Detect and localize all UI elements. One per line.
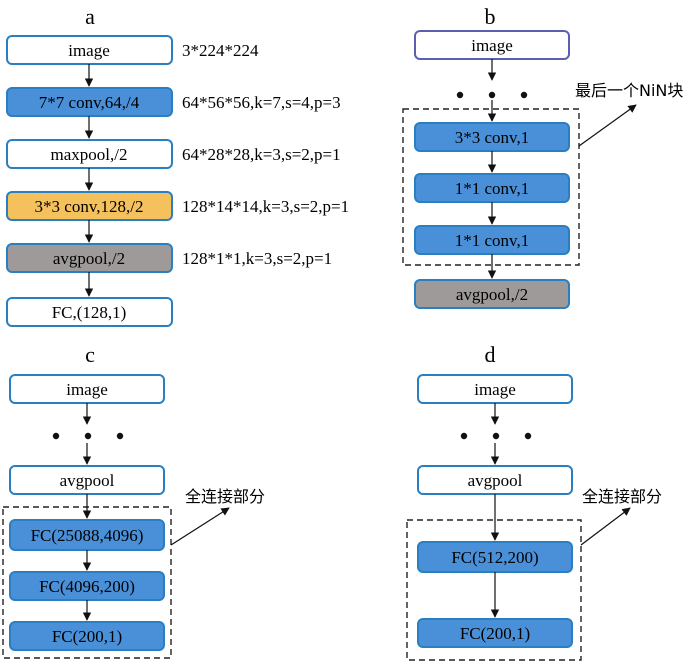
panel-d-box-1-label: avgpool (468, 471, 523, 490)
panel-d-box-2-label: FC(512,200) (451, 548, 538, 567)
panel-a-box-5-label: FC,(128,1) (52, 303, 127, 322)
panel-b-callout-arrow (578, 104, 637, 147)
panel-c-box-1-label: avgpool (60, 471, 115, 490)
panel-d-callout: 全连接部分 (582, 487, 662, 506)
panel-a-annotation-2: 64*28*28,k=3,s=2,p=1 (182, 145, 341, 164)
panel-b-box-2: 1*1 conv,1 (414, 173, 570, 203)
panel-c-box-1: avgpool (9, 465, 165, 495)
panel-a-box-1: 7*7 conv,64,/4 (6, 87, 173, 117)
panel-a-box-2-label: maxpool,/2 (51, 145, 128, 164)
panel-a-annotation-0: 3*224*224 (182, 41, 259, 60)
panel-c-box-3-label: FC(4096,200) (39, 577, 135, 596)
panel-b-box-0-label: image (471, 36, 513, 55)
panel-a-box-1-label: 7*7 conv,64,/4 (39, 93, 140, 112)
panel-c-box-2-label: FC(25088,4096) (31, 526, 144, 545)
panel-d-callout-arrow (580, 507, 631, 546)
panel-d-box-3-label: FC(200,1) (460, 624, 530, 643)
panel-c-callout: 全连接部分 (185, 487, 265, 506)
panel-c-callout-arrow (170, 507, 230, 546)
panel-b-box-1: 3*3 conv,1 (414, 122, 570, 152)
panel-d-label: d (485, 342, 496, 367)
panel-b-box-4: avgpool,/2 (414, 279, 570, 309)
panel-c-box-2: FC(25088,4096) (9, 519, 165, 551)
panel-d-fc-frame (406, 519, 582, 661)
panel-b-box-3-label: 1*1 conv,1 (455, 231, 529, 250)
panel-b-ellipsis (456, 91, 528, 99)
panel-a-box-0: image (6, 35, 173, 65)
panel-c-label: c (85, 342, 95, 367)
panel-c-box-4-label: FC(200,1) (52, 627, 122, 646)
panel-c-box-3: FC(4096,200) (9, 571, 165, 601)
panel-b-box-3: 1*1 conv,1 (414, 225, 570, 255)
panel-a-box-4: avgpool,/2 (6, 243, 173, 273)
panel-a-box-3-label: 3*3 conv,128,/2 (35, 197, 144, 216)
panel-a-label: a (85, 4, 95, 29)
panel-a-box-0-label: image (68, 41, 110, 60)
panel-d-box-3: FC(200,1) (417, 618, 573, 648)
panel-c-box-4: FC(200,1) (9, 621, 165, 651)
panel-b-label: b (485, 4, 496, 29)
panel-b-box-0: image (414, 30, 570, 60)
panel-b-box-2-label: 1*1 conv,1 (455, 179, 529, 198)
panel-a-annotation-1: 64*56*56,k=7,s=4,p=3 (182, 93, 341, 112)
panel-a-annotation-4: 128*1*1,k=3,s=2,p=1 (182, 249, 332, 268)
panel-b-callout: 最后一个NiN块 (575, 81, 683, 100)
panel-b-box-1-label: 3*3 conv,1 (455, 128, 529, 147)
panel-c-ellipsis (52, 432, 124, 440)
panel-a-annotation-3: 128*14*14,k=3,s=2,p=1 (182, 197, 349, 216)
panel-c-box-0: image (9, 374, 165, 404)
panel-d-box-0-label: image (474, 380, 516, 399)
panel-a-box-4-label: avgpool,/2 (53, 249, 125, 268)
panel-a-box-2: maxpool,/2 (6, 139, 173, 169)
panel-d-box-2: FC(512,200) (417, 541, 573, 573)
panel-d-box-0: image (417, 374, 573, 404)
panel-b-nin-block-frame (402, 108, 580, 266)
panel-c-box-0-label: image (66, 380, 108, 399)
panel-d-ellipsis (460, 432, 532, 440)
panel-b-box-4-label: avgpool,/2 (456, 285, 528, 304)
panel-d-box-1: avgpool (417, 465, 573, 495)
panel-a-box-5: FC,(128,1) (6, 297, 173, 327)
panel-a-box-3: 3*3 conv,128,/2 (6, 191, 173, 221)
